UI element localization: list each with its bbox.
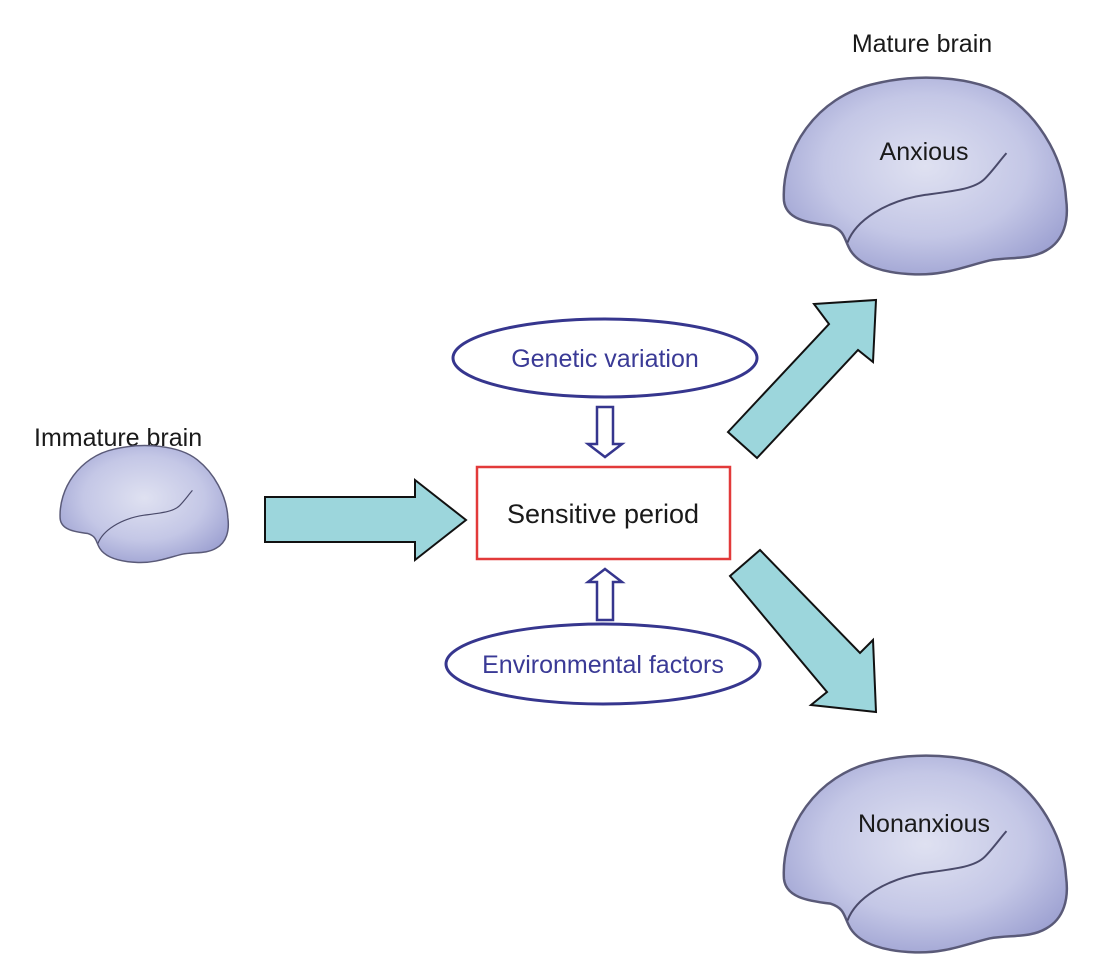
environmental-factors-ellipse: [444, 622, 762, 706]
arrow-to-nonanxious: [728, 548, 878, 714]
sensitive-period-label: Sensitive period: [507, 499, 699, 529]
nonanxious-label: Nonanxious: [858, 810, 990, 838]
up-arrow-icon: [584, 567, 626, 622]
immature-brain-icon: [59, 444, 230, 564]
genetic-variation-label: Genetic variation: [511, 345, 699, 373]
anxious-brain-icon: [782, 76, 1069, 276]
genetic-variation-ellipse: [451, 317, 759, 399]
arrow-to-anxious: [726, 298, 878, 460]
down-arrow-icon: [584, 405, 626, 459]
arrow-to-sensitive-period: [264, 477, 468, 563]
sensitive-period-box: [475, 465, 732, 561]
nonanxious-brain-icon: [782, 754, 1069, 954]
environmental-factors-label: Environmental factors: [482, 651, 724, 679]
immature-brain-heading: Immature brain: [34, 424, 202, 452]
anxious-label: Anxious: [880, 138, 969, 166]
mature-brain-heading: Mature brain: [852, 30, 992, 58]
